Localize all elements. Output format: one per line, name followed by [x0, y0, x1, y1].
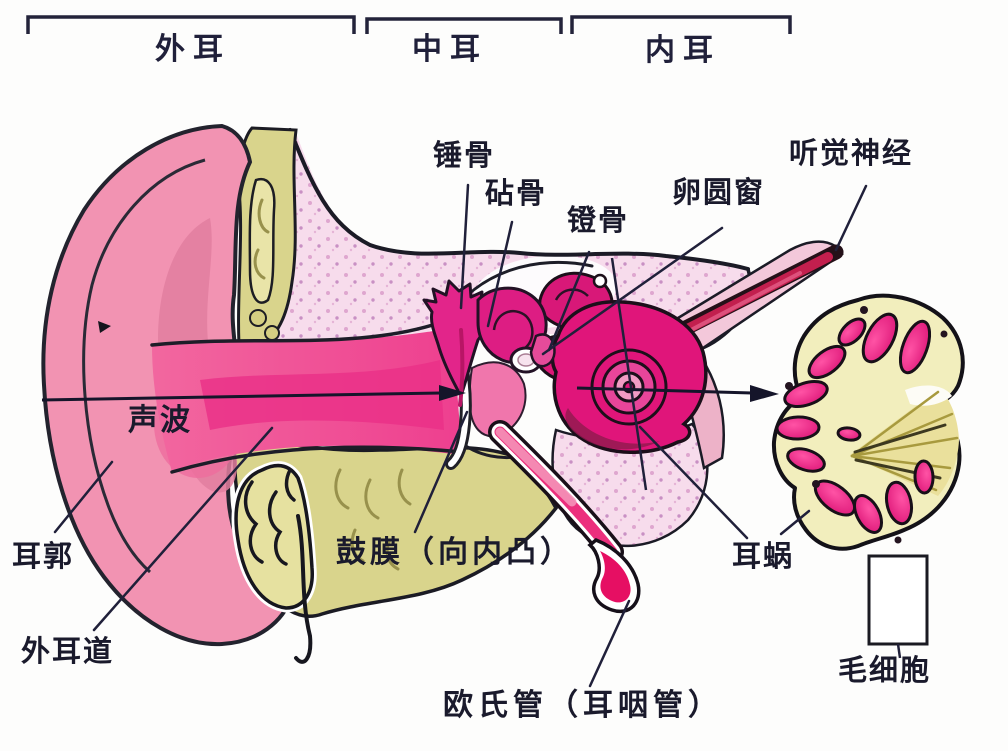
label-eardrum: 鼓膜（向内凸）: [336, 535, 574, 570]
canal-top-line: [150, 318, 450, 347]
hair-cell-box: [867, 554, 929, 646]
cochlea-shape: [534, 257, 708, 491]
malleus-shape: [422, 279, 487, 398]
leader-eardrum: [413, 410, 469, 534]
label-eustachian-tube: 欧氏管（耳咽管）: [443, 688, 723, 723]
ossicles-group: [422, 279, 556, 470]
bracket-middle-ear: [365, 17, 563, 34]
leader-lines: [53, 183, 868, 688]
bracket-inner-ear: [570, 15, 792, 34]
concha-cartilage-pocket: [231, 461, 317, 664]
cartilage-squiggles: [243, 468, 296, 566]
helix-ridge: [82, 158, 206, 574]
leader-stapes: [547, 250, 591, 352]
label-ear-canal: 外耳道: [21, 634, 115, 668]
label-malleus: 锤骨: [433, 138, 496, 172]
bracket-outer-ear: [26, 15, 356, 34]
leader-auditory-nerve: [834, 184, 868, 252]
label-auricle: 耳郭: [12, 539, 75, 573]
round-window-dot: [592, 273, 608, 289]
hair-cell-tick: [896, 643, 902, 659]
arrowhead: [439, 385, 466, 401]
label-sound-wave: 声波: [128, 403, 192, 438]
sound-wave-arrow-left: [41, 385, 466, 402]
auditory-nerve-shape: [652, 240, 844, 352]
malleus-handle: [458, 328, 465, 407]
white-gap: [905, 385, 952, 406]
hair-cell-ovals: [775, 312, 935, 534]
label-cochlea: 耳蜗: [732, 539, 795, 573]
label-oval-window: 卵圆窗: [672, 175, 766, 209]
sound-wave-arrow-right: [576, 385, 779, 402]
cochlea-axis-line: [610, 257, 648, 491]
region-brackets: [26, 15, 792, 34]
leader-eustachian: [588, 599, 631, 688]
label-stapes: 镫骨: [567, 203, 630, 237]
tube-bulb-inner: [600, 551, 631, 603]
label-auditory-nerve: 听觉神经: [789, 136, 914, 170]
leader-oval-window: [541, 226, 724, 356]
region-label-outer-ear: 外耳: [155, 32, 231, 67]
region-label-inner-ear: 内耳: [645, 33, 721, 68]
label-incus: 砧骨: [485, 176, 548, 210]
auricle-dot: [98, 321, 111, 333]
canal-bottom-line: [170, 445, 464, 474]
leader-malleus: [459, 183, 470, 310]
cartilage-strip-top: [236, 126, 298, 365]
eustachian-tube-shape: [488, 420, 641, 614]
cochlea-cross-section: [771, 293, 965, 659]
stapes-shape: [529, 333, 556, 368]
cochlea-shadow: [565, 408, 660, 450]
region-label-middle-ear: 中耳: [412, 32, 488, 67]
leader-cochlea-right: [779, 509, 811, 536]
leader-incus: [486, 220, 514, 328]
leader-auricle: [53, 460, 114, 534]
leader-ear-canal: [92, 426, 274, 632]
cartilage-tail: [294, 514, 313, 664]
cross-section-dots: [785, 306, 948, 544]
leader-cochlea-left: [638, 425, 749, 540]
arrowhead: [750, 385, 779, 402]
label-hair-cell: 毛细胞: [838, 653, 932, 687]
